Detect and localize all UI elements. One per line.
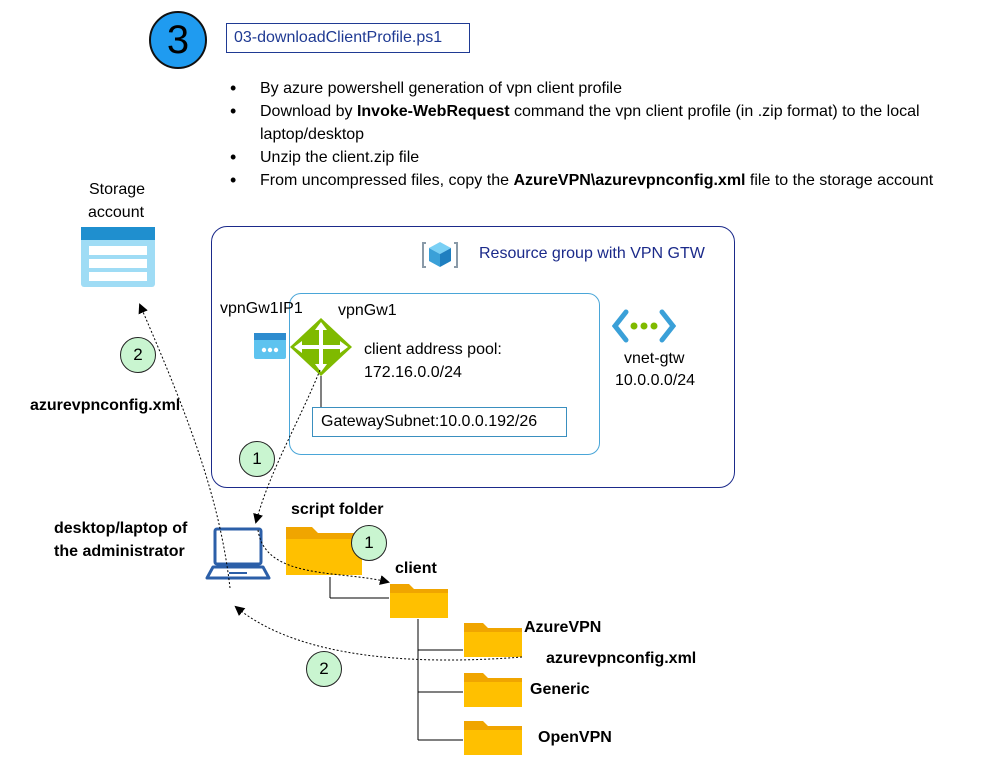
script-folder-icon	[286, 527, 362, 575]
upload-step-badge: 2	[120, 337, 156, 373]
vnet-icon	[612, 309, 676, 343]
bullet-text: Download by	[260, 103, 357, 120]
vpn-gateway-label: vpnGw1	[338, 302, 397, 319]
resource-group-title: Resource group with VPN GTW	[479, 245, 705, 262]
vnet-prefix: 10.0.0.0/24	[615, 372, 696, 389]
openvpn-folder-label: OpenVPN	[538, 729, 612, 746]
laptop-icon	[205, 527, 271, 580]
bullet-bold-text: Invoke-WebRequest	[356, 103, 510, 120]
bullet-text: By azure powershell generation of vpn cl…	[260, 80, 622, 97]
client-folder-label: client	[395, 560, 437, 577]
download-step-badge: 1	[239, 441, 275, 477]
vnet-name: vnet-gtw	[624, 350, 685, 367]
resource-group-box	[211, 226, 735, 488]
bullet-item: By azure powershell generation of vpn cl…	[230, 77, 997, 100]
bullet-bold-text: AzureVPN\azurevpnconfig.xml	[513, 172, 746, 189]
bullet-text: Unzip the client.zip file	[260, 149, 420, 166]
config-file-label-right: azurevpnconfig.xml	[546, 650, 697, 667]
generic-folder-label: Generic	[530, 681, 590, 698]
client-folder-icon	[390, 584, 448, 618]
vnet-box	[289, 293, 600, 455]
script-folder-label: script folder	[291, 501, 384, 518]
bullet-text: command the vpn client profile (in .zip …	[260, 103, 920, 143]
script-file-box: 03-downloadClientProfile.ps1	[226, 23, 470, 53]
public-ip-icon	[254, 333, 286, 359]
bullet-text: From uncompressed files, copy the	[260, 172, 514, 189]
client-pool-value: 172.16.0.0/24	[364, 364, 462, 381]
azurevpn-folder-icon	[464, 623, 522, 657]
admin-label-line2: the administrator	[54, 543, 185, 560]
client-pool-label: client address pool:	[364, 341, 502, 358]
storage-account-label-line1: Storage	[89, 181, 146, 198]
bullet-item: Unzip the client.zip file	[230, 146, 997, 169]
copy-step-badge: 2	[306, 651, 342, 687]
admin-label-line1: desktop/laptop of	[54, 520, 188, 537]
public-ip-label: vpnGw1IP1	[220, 300, 303, 317]
storage-account-label-line2: account	[88, 204, 145, 221]
gateway-subnet-box: GatewaySubnet:10.0.0.192/26	[312, 407, 567, 437]
unzip-arrow	[257, 529, 390, 585]
resource-group-icon	[422, 242, 458, 268]
config-return-arrow	[234, 605, 523, 661]
step-description-list: By azure powershell generation of vpn cl…	[230, 77, 997, 192]
config-file-label-left: azurevpnconfig.xml	[30, 397, 181, 414]
azurevpn-folder-label: AzureVPN	[524, 619, 602, 636]
step-number-badge: 3	[149, 11, 207, 69]
openvpn-folder-icon	[464, 721, 522, 755]
bullet-text: file to the storage account	[745, 172, 934, 189]
generic-folder-icon	[464, 673, 522, 707]
storage-account-icon	[81, 227, 155, 287]
bullet-item: Download by Invoke-WebRequest command th…	[230, 100, 997, 146]
bullet-item: From uncompressed files, copy the AzureV…	[230, 169, 997, 192]
vpn-gateway-icon	[290, 318, 352, 376]
unzip-step-badge: 1	[351, 525, 387, 561]
